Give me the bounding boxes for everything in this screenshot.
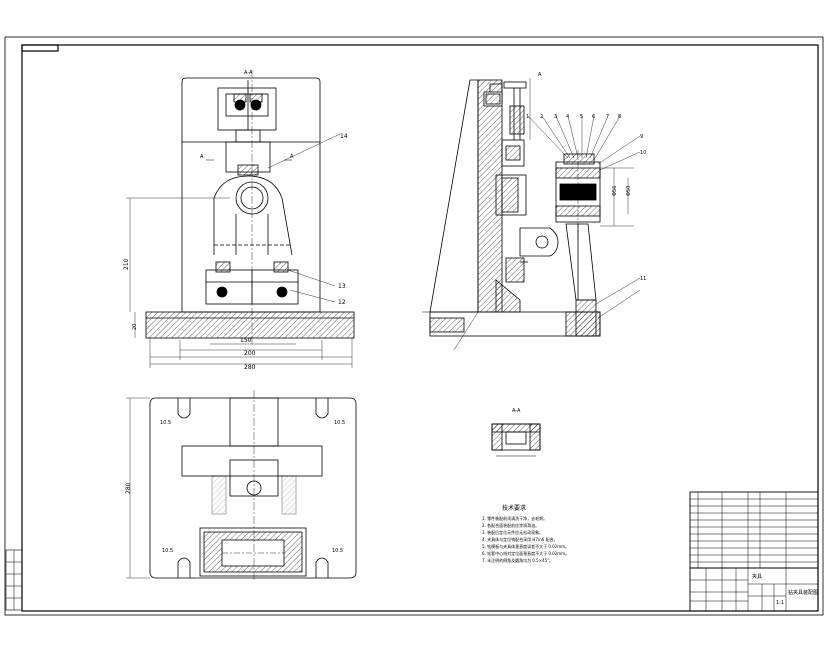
note-line-3: 3. 装配后定位元件应无松动现象。 [482,529,543,535]
callout-14: 14 [340,133,348,140]
note-line-6: 6. 钻套中心线对定位面垂直度不大于 0.02mm。 [482,550,569,556]
dim-height: 210 [123,258,130,270]
dim-base: 20 [132,324,138,330]
callout-4: 4 [566,114,569,120]
front-view-labels: A-A A A 150 200 280 210 20 14 13 12 [123,70,348,371]
section-aa [491,423,541,457]
dim-width-total: 280 [244,364,256,371]
slot-label-br: 10.5 [332,548,343,554]
title-block [689,491,819,612]
callout-13: 13 [338,283,346,290]
callout-2: 2 [540,114,543,120]
callout-5: 5 [580,114,583,120]
side-view-marker: A [538,72,542,78]
dim-width-inner: 150 [240,337,252,344]
side-view [422,78,641,351]
callout-8: 8 [618,114,621,120]
top-view-labels: 280 10.5 10.5 10.5 10.5 [125,420,345,554]
side-view-labels: A 1 2 3 4 5 6 7 8 9 10 11 Φ56 Φ50 [526,72,646,282]
note-line-4: 4. 夹具体与定位销配合采用 H7/n6 配合。 [482,536,558,542]
callout-3: 3 [554,114,557,120]
callout-9: 9 [640,134,643,140]
note-line-5: 5. 钻模板与夹具体垂直度误差不大于 0.02mm。 [482,543,569,549]
section-marker-left: A [200,154,204,160]
dim-dia-inner: Φ50 [626,186,632,196]
corner-marker [21,44,59,52]
top-dim-height: 280 [125,482,132,494]
callout-1: 1 [526,114,529,120]
callout-6: 6 [592,114,595,120]
callout-12: 12 [338,299,346,306]
callout-10: 10 [640,150,646,156]
slot-label-tl: 10.5 [160,420,171,426]
revision-block [5,549,23,611]
title-block-text: 夹具 钻夹具装配图 1:1 [752,573,818,606]
note-line-7: 7. 未注明的倒角及圆角均为 0.5×45°。 [482,557,553,563]
note-line-2: 2. 各配合面装配前应涂润滑油。 [482,522,539,528]
slot-label-tr: 10.5 [334,420,345,426]
callout-11: 11 [640,276,646,282]
callout-7: 7 [606,114,609,120]
dim-dia-outer: Φ56 [612,186,618,196]
title-drawing-name: 钻夹具装配图 [788,589,818,596]
top-view [126,390,357,582]
section-marker-right: A [290,154,294,160]
inner-border [21,44,819,612]
section-aa-label: A-A [512,408,521,414]
front-view [126,70,355,368]
title-scale: 1:1 [776,600,784,606]
technical-notes: 技术要求 1. 零件装配前须清洗干净，去毛刺。 2. 各配合面装配前应涂润滑油。… [482,504,569,563]
note-line-1: 1. 零件装配前须清洗干净，去毛刺。 [482,515,547,521]
title-company: 夹具 [752,573,762,580]
view-label-top: A-A [244,70,253,76]
notes-title: 技术要求 [502,504,526,512]
slot-label-bl: 10.5 [162,548,173,554]
outer-border [4,36,824,616]
dim-width-mid: 200 [244,350,256,357]
